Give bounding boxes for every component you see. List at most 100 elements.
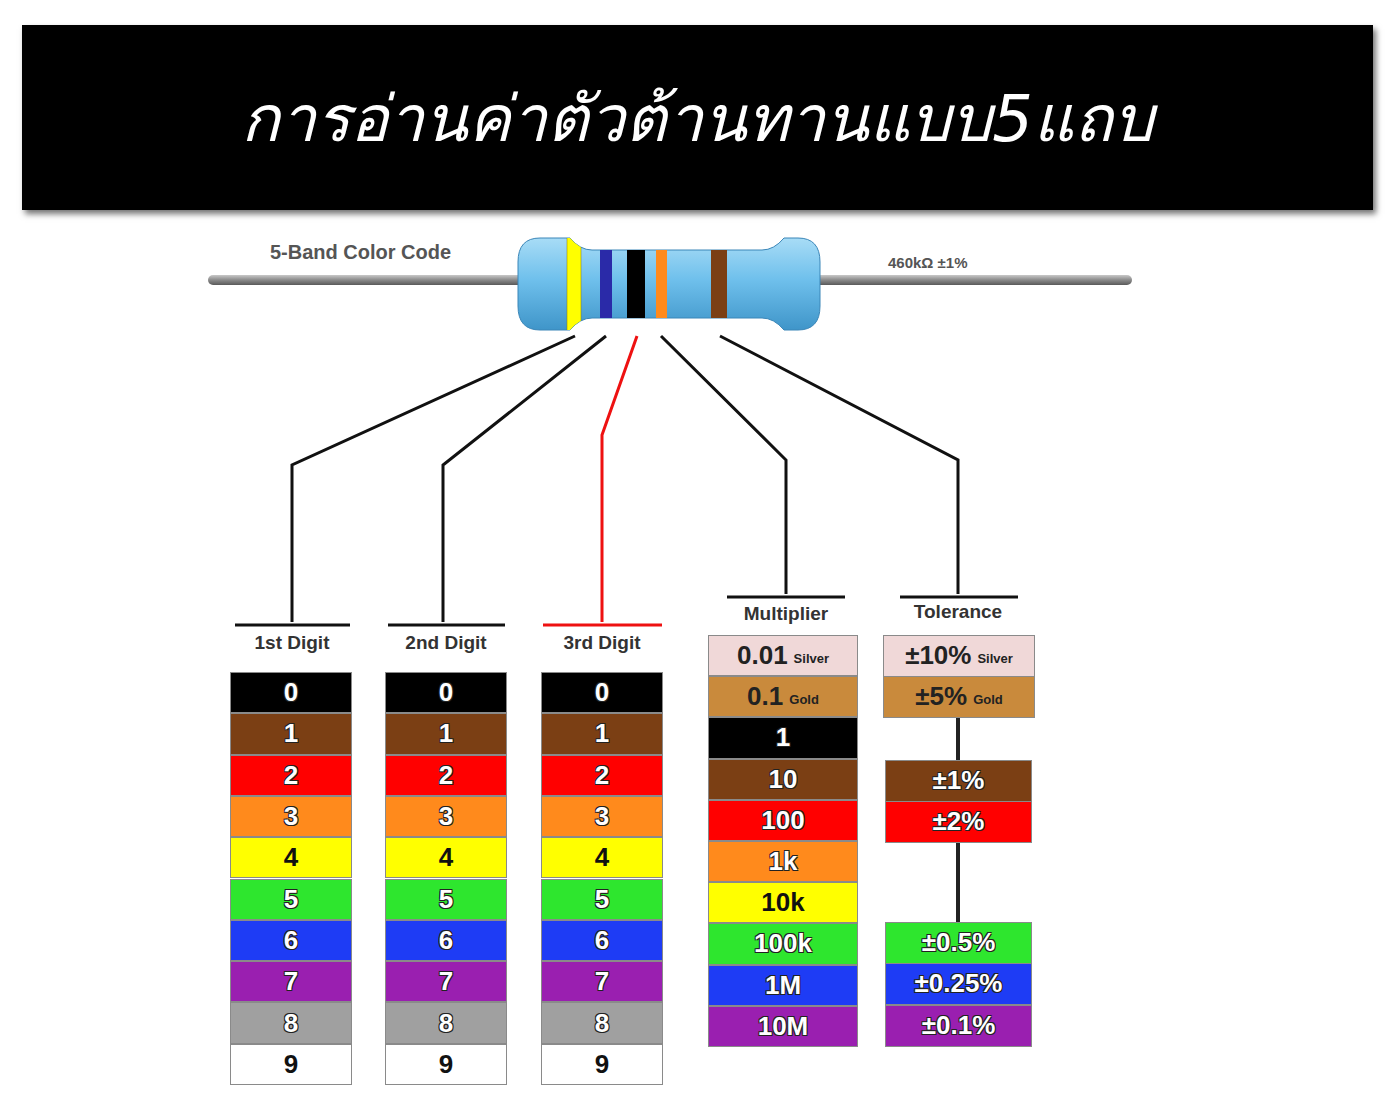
cell-value: ±0.25% — [915, 968, 1003, 999]
cell-value: ±1% — [933, 765, 985, 796]
cell-value: 0 — [439, 677, 453, 708]
cell-value: 3 — [284, 801, 298, 832]
digit-cell: 8 — [230, 1002, 352, 1043]
digit-cell: 7 — [385, 961, 507, 1002]
header-rule — [235, 624, 350, 627]
cell-value: 4 — [439, 842, 453, 873]
digit-cell: 7 — [541, 961, 663, 1002]
band-yellow — [567, 230, 581, 340]
multiplier-cell: 10 — [708, 759, 858, 800]
digit-cell: 8 — [541, 1002, 663, 1043]
digit-cell: 3 — [541, 796, 663, 837]
digit-cell: 0 — [385, 672, 507, 713]
digit-cell: 2 — [541, 755, 663, 796]
cell-value: 1k — [769, 846, 798, 877]
digit-cell: 2 — [385, 755, 507, 796]
column-heading: 1st Digit — [255, 632, 330, 654]
digit-cell: 6 — [230, 920, 352, 961]
cell-color-name: Silver — [794, 651, 829, 666]
cell-value: 8 — [595, 1008, 609, 1039]
band-orange — [656, 230, 667, 340]
multiplier-cell: 1k — [708, 841, 858, 882]
digit-cell: 3 — [385, 796, 507, 837]
cell-value: 8 — [284, 1008, 298, 1039]
header-rules — [235, 597, 1018, 625]
multiplier-cell: 10k — [708, 882, 858, 923]
multiplier-cell: 0.1 Gold — [708, 676, 858, 717]
cell-value: ±0.5% — [922, 927, 996, 958]
cell-value: 4 — [595, 842, 609, 873]
column-heading: 3rd Digit — [563, 632, 640, 654]
digit-cell: 7 — [230, 961, 352, 1002]
cell-value: 9 — [439, 1049, 453, 1080]
tolerance-cell: ±0.25% — [885, 963, 1032, 1005]
digit-cell: 0 — [541, 672, 663, 713]
column-heading: 2nd Digit — [405, 632, 486, 654]
column-heading: Tolerance — [914, 601, 1002, 623]
digit-cell: 1 — [230, 713, 352, 754]
cell-value: ±10% — [905, 640, 971, 671]
digit-cell: 3 — [230, 796, 352, 837]
resistor-bands — [567, 230, 727, 340]
digit-cell: 9 — [230, 1044, 352, 1085]
cell-value: 1 — [776, 722, 790, 753]
digit-cell: 1 — [541, 713, 663, 754]
cell-value: 0 — [595, 677, 609, 708]
digit-cell: 5 — [541, 879, 663, 920]
header-rule — [727, 596, 845, 599]
digit-cell: 2 — [230, 755, 352, 796]
cell-value: 100 — [761, 805, 804, 836]
cell-value: 6 — [595, 925, 609, 956]
cell-value: 9 — [284, 1049, 298, 1080]
cell-value: 8 — [439, 1008, 453, 1039]
cell-value: 0 — [284, 677, 298, 708]
resistor-lead — [208, 275, 530, 285]
cell-value: 6 — [439, 925, 453, 956]
cell-value: 0.01 — [737, 640, 788, 671]
cell-color-name: Gold — [789, 692, 819, 707]
cell-value: 1M — [765, 970, 801, 1001]
cell-value: 2 — [439, 760, 453, 791]
cell-value: 100k — [754, 928, 812, 959]
cell-value: 9 — [595, 1049, 609, 1080]
cell-value: 6 — [284, 925, 298, 956]
tolerance-cell: ±5%Gold — [883, 676, 1035, 718]
leader-line — [292, 336, 575, 622]
resistor-lead — [810, 275, 1132, 285]
multiplier-cell: 1M — [708, 965, 858, 1006]
header-rule — [543, 624, 662, 627]
resistor-body — [518, 238, 820, 330]
digit-cell: 1 — [385, 713, 507, 754]
digit-cell: 9 — [541, 1044, 663, 1085]
digit-cell: 5 — [230, 879, 352, 920]
resistor-value: 460kΩ ±1% — [888, 254, 967, 271]
cell-value: ±2% — [933, 806, 985, 837]
digit-cell: 4 — [230, 837, 352, 878]
cell-value: 10k — [761, 887, 804, 918]
cell-value: 3 — [595, 801, 609, 832]
cell-value: 7 — [439, 966, 453, 997]
cell-value: 5 — [439, 884, 453, 915]
digit-cell: 6 — [541, 920, 663, 961]
cell-color-name: Silver — [977, 651, 1012, 666]
title: การอ่านค่าตัวต้านทานแบบ5แถบ — [241, 67, 1154, 169]
multiplier-cell: 100k — [708, 923, 858, 964]
tolerance-cell: ±0.1% — [885, 1005, 1032, 1047]
cell-value: 7 — [595, 966, 609, 997]
title-bar: การอ่านค่าตัวต้านทานแบบ5แถบ — [22, 25, 1373, 210]
leader-lines — [292, 336, 958, 622]
cell-value: 1 — [439, 718, 453, 749]
digit-cell: 5 — [385, 879, 507, 920]
cell-value: 1 — [595, 718, 609, 749]
digit-cell: 9 — [385, 1044, 507, 1085]
tolerance-cell: ±0.5% — [885, 922, 1032, 964]
band-brown — [711, 230, 727, 340]
cell-value: ±5% — [915, 681, 967, 712]
cell-value: 10M — [758, 1011, 809, 1042]
tolerance-cell: ±1% — [885, 760, 1032, 802]
cell-value: 10 — [769, 764, 798, 795]
column-heading: Multiplier — [744, 603, 828, 625]
cell-value: 0.1 — [747, 681, 783, 712]
digit-cell: 8 — [385, 1002, 507, 1043]
